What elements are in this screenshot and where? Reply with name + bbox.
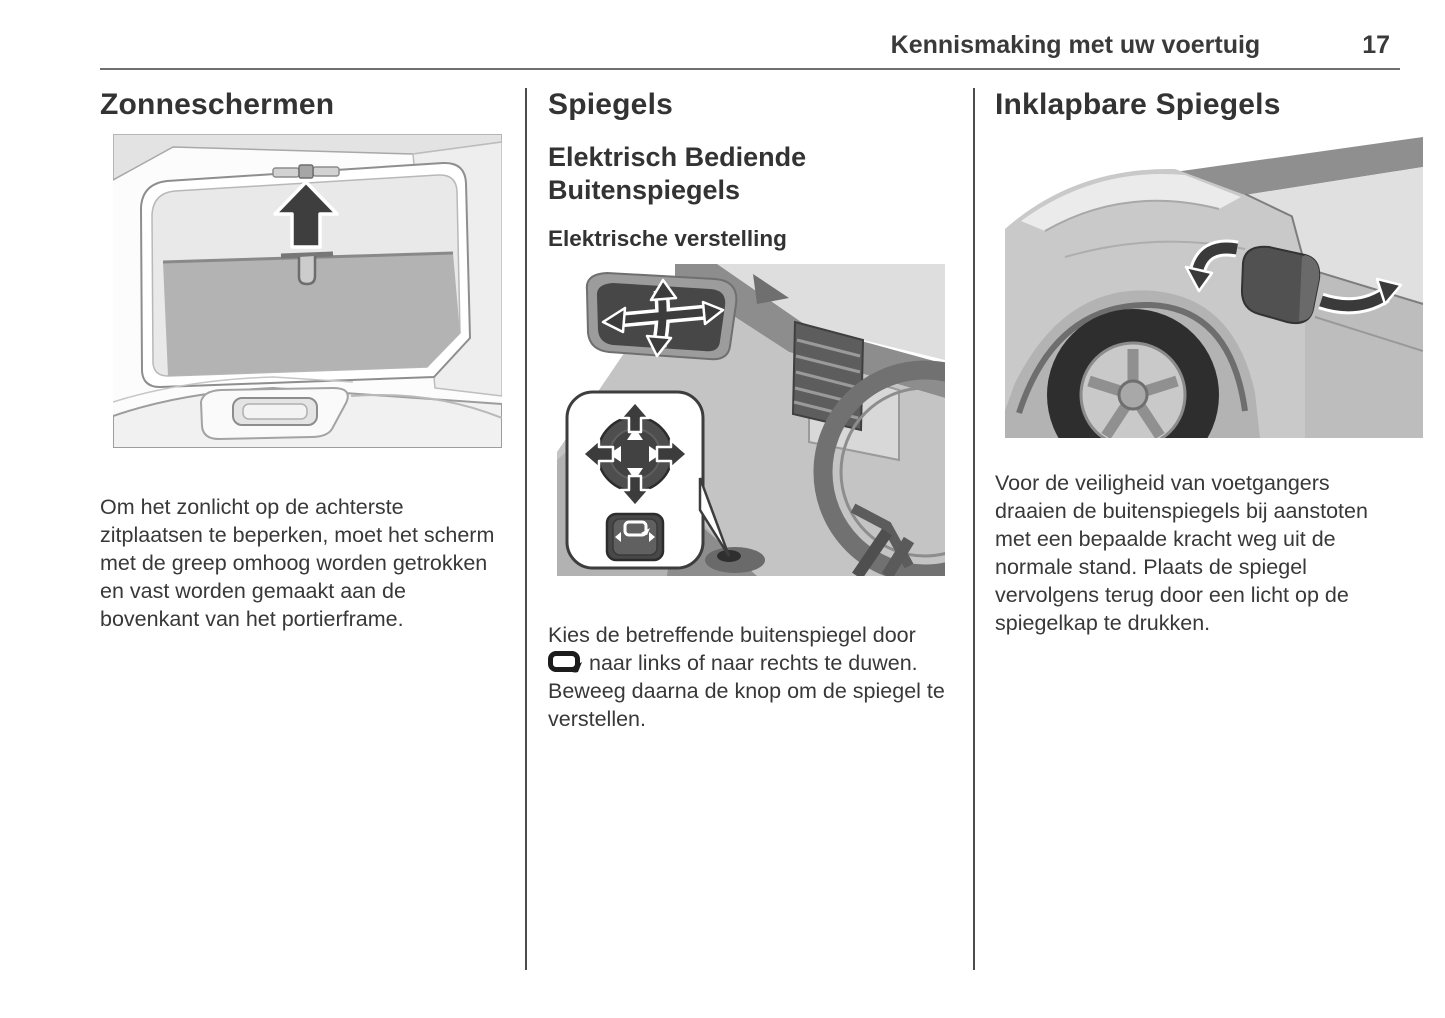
mirror-adjustment-svg xyxy=(557,264,1037,584)
folding-mirrors-heading: Inklapbare Spiegels xyxy=(995,88,1281,121)
folded-mirror xyxy=(1240,245,1321,325)
adjust-pad-icon xyxy=(581,400,689,508)
electric-adjustment-heading: Elektrische verstelling xyxy=(548,226,787,251)
exterior-mirror-icon xyxy=(548,651,583,674)
column-divider-right xyxy=(973,88,975,970)
folding-mirror-illustration xyxy=(995,133,1424,481)
folding-mirrors-paragraph: Voor de veiligheid van voetgangers draai… xyxy=(995,471,1368,635)
column-mirrors: Spiegels Elektrisch Bediende Buitenspieg… xyxy=(548,88,1037,733)
page-header: Kennismaking met uw voertuig 17 xyxy=(100,0,1400,70)
mirror-selection-paragraph: Kies de betreffende buitenspiegel door n… xyxy=(548,621,948,733)
mirror-adjustment-control-illustration xyxy=(557,264,1037,584)
sunshades-heading: Zonneschermen xyxy=(100,88,335,121)
sunshade-illustration-svg xyxy=(112,133,503,449)
header-title: Kennismaking met uw voertuig xyxy=(890,31,1261,59)
page-number: 17 xyxy=(1362,31,1390,59)
column-divider-left xyxy=(525,88,527,970)
column-folding-mirrors: Inklapbare Spiegels xyxy=(995,88,1424,637)
pull-up-arrow-icon xyxy=(273,180,339,249)
fold-back-arrow-icon xyxy=(1318,277,1403,315)
sunshades-paragraph: Om het zonlicht op de achterste zitplaat… xyxy=(100,495,495,631)
mirrors-heading: Spiegels xyxy=(548,88,673,121)
four-way-arrow-icon xyxy=(601,278,725,358)
column-sunshades: Zonneschermen xyxy=(100,88,503,633)
paragraph-text-before-icon: Kies de betreffende buitenspiegel door xyxy=(548,623,916,647)
mirror-selector-switch-icon xyxy=(605,512,665,562)
sunshade-hook xyxy=(297,256,317,286)
rear-door-sunshade-illustration xyxy=(112,133,503,453)
paragraph-text-after-icon: naar links of naar rechts te duwen. Bewe… xyxy=(548,651,945,731)
power-mirrors-subheading: Elektrisch Bediende Buitenspiegels xyxy=(548,142,807,205)
fold-forward-arrow-icon xyxy=(1184,239,1239,293)
folding-mirror-svg xyxy=(995,133,1424,481)
